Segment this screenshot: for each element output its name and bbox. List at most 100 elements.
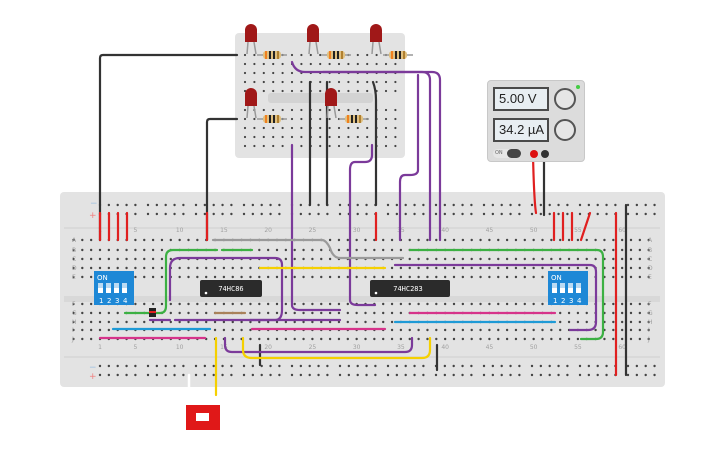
- wire-black[interactable]: [98, 53, 239, 242]
- hole: [107, 320, 111, 324]
- wire-black[interactable]: [371, 80, 378, 207]
- row-letter: J: [647, 336, 650, 343]
- hole: [550, 266, 553, 270]
- wire-green[interactable]: [408, 248, 605, 341]
- hole: [532, 257, 535, 261]
- resistor[interactable]: [263, 51, 281, 59]
- rail-hole: [461, 364, 464, 368]
- hole: [470, 337, 473, 341]
- hole: [366, 135, 369, 139]
- wire-green[interactable]: [123, 248, 219, 315]
- led[interactable]: [325, 88, 337, 106]
- wire-purple[interactable]: [223, 336, 414, 354]
- hole: [435, 302, 438, 306]
- hole: [328, 320, 332, 324]
- positive-terminal[interactable]: [530, 150, 538, 158]
- hole: [488, 337, 491, 341]
- hole: [638, 328, 642, 332]
- dip-toggle[interactable]: [114, 283, 119, 293]
- hole: [262, 108, 265, 112]
- rail-hole: [518, 212, 521, 216]
- hole: [125, 248, 128, 252]
- rail-hole: [482, 373, 486, 377]
- wire-gray[interactable]: [211, 238, 405, 260]
- wire-purple[interactable]: [393, 263, 598, 332]
- hole: [266, 337, 270, 341]
- hole: [647, 248, 650, 252]
- chip-74hc283[interactable]: 74HC283: [370, 280, 450, 297]
- hole: [585, 320, 588, 324]
- power-toggle[interactable]: ON: [493, 149, 521, 158]
- dip-toggle[interactable]: [122, 283, 127, 293]
- wire-black[interactable]: [205, 117, 239, 242]
- hole: [213, 328, 217, 332]
- hole: [394, 80, 397, 84]
- hole: [620, 248, 624, 252]
- negative-terminal[interactable]: [541, 150, 549, 158]
- wire-purple[interactable]: [321, 70, 442, 242]
- led[interactable]: [370, 24, 382, 42]
- hole: [311, 320, 314, 324]
- rail-hole: [338, 212, 342, 216]
- hole: [116, 320, 119, 324]
- wire-purple[interactable]: [398, 73, 420, 242]
- rail-hole: [653, 212, 656, 216]
- hole: [231, 275, 234, 279]
- dip-toggle[interactable]: [560, 283, 565, 293]
- hole: [394, 117, 397, 121]
- hole: [479, 337, 482, 341]
- rail-hole: [404, 364, 407, 368]
- dip-toggle[interactable]: [576, 283, 581, 293]
- hole: [89, 337, 93, 341]
- hole: [262, 80, 265, 84]
- resistor[interactable]: [327, 51, 345, 59]
- rail-hole: [626, 364, 630, 368]
- hole: [328, 80, 331, 84]
- wire-yellow[interactable]: [241, 336, 432, 360]
- hole: [384, 117, 388, 121]
- hole: [399, 266, 403, 270]
- resistor[interactable]: [263, 115, 281, 123]
- wire-red[interactable]: [531, 153, 538, 215]
- dip-toggle[interactable]: [106, 283, 111, 293]
- hole: [532, 238, 535, 242]
- current-knob[interactable]: [554, 119, 576, 141]
- hole: [243, 144, 247, 148]
- hole: [541, 266, 544, 270]
- hole: [337, 62, 341, 66]
- hole: [187, 275, 190, 279]
- rail-hole: [491, 203, 495, 207]
- column-number: 60: [618, 227, 626, 234]
- led[interactable]: [307, 24, 319, 42]
- wire-purple[interactable]: [290, 143, 342, 312]
- hole: [399, 302, 403, 306]
- led-leg: [253, 105, 257, 119]
- hole: [72, 337, 75, 341]
- resistor[interactable]: [345, 115, 363, 123]
- rail-hole: [587, 373, 591, 377]
- hole: [452, 328, 456, 332]
- hole: [143, 320, 146, 324]
- dip-toggle[interactable]: [98, 283, 103, 293]
- led[interactable]: [245, 88, 257, 106]
- led[interactable]: [245, 24, 257, 42]
- dip-toggle[interactable]: [568, 283, 573, 293]
- rail-hole: [251, 364, 255, 368]
- wire-purple[interactable]: [168, 256, 284, 322]
- rail-hole: [422, 212, 425, 216]
- voltage-knob[interactable]: [554, 88, 576, 110]
- row-letter: E: [648, 274, 652, 281]
- chip-74hc86[interactable]: 74HC86: [200, 280, 262, 297]
- rail-hole: [299, 373, 303, 377]
- wire-red[interactable]: [552, 211, 592, 242]
- wire-red[interactable]: [98, 211, 129, 242]
- switch-module[interactable]: [186, 405, 220, 430]
- hole: [390, 328, 394, 332]
- wire-purple[interactable]: [348, 143, 377, 307]
- resistor[interactable]: [389, 51, 407, 59]
- dip-toggle[interactable]: [552, 283, 557, 293]
- hole: [284, 257, 288, 261]
